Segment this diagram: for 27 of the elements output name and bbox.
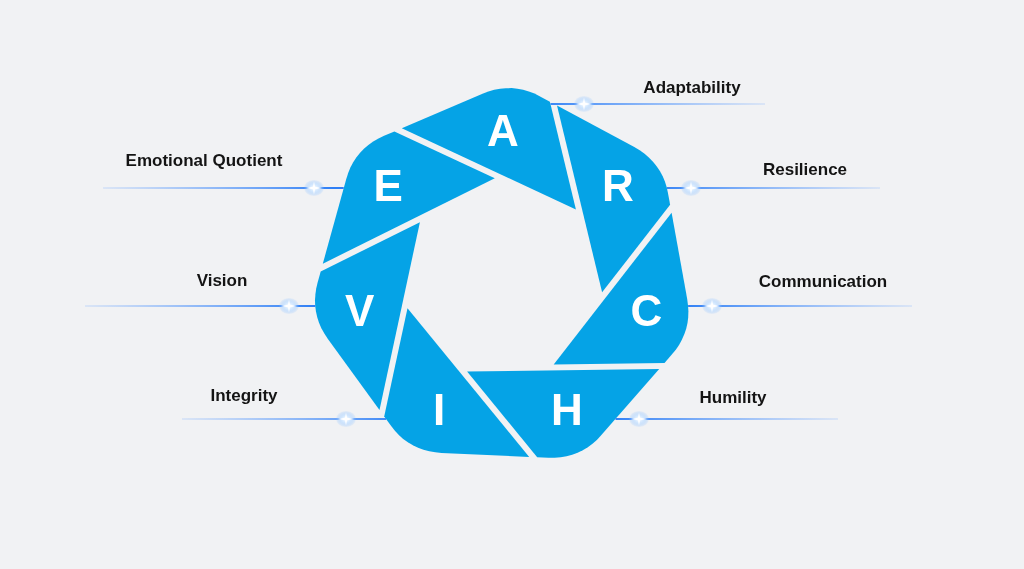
- aperture-blade: [401, 88, 576, 210]
- edge-label: Resilience: [762, 159, 848, 181]
- blade-letter: E: [373, 164, 403, 209]
- edge-label: Humility: [699, 387, 767, 409]
- edge-label: Vision: [196, 270, 248, 292]
- glow-line: [181, 418, 387, 420]
- glow-line: [549, 103, 766, 105]
- glow-line: [687, 305, 913, 307]
- aperture-blade: [557, 105, 671, 293]
- edge-label: Adaptability: [643, 77, 741, 99]
- aperture-blade: [384, 308, 530, 457]
- blade-letter: H: [550, 388, 583, 433]
- blade-letter: C: [630, 288, 663, 333]
- blade-letter: I: [433, 388, 446, 433]
- blade-letter: V: [345, 288, 375, 333]
- aperture-blade: [553, 212, 689, 365]
- glow-line: [102, 187, 345, 189]
- glow-line: [665, 187, 881, 189]
- blade-letter: A: [487, 109, 519, 153]
- edge-label: Communication: [758, 271, 888, 293]
- edge-label: Integrity: [210, 385, 278, 407]
- aperture-blade: [315, 222, 420, 410]
- glow-line: [84, 305, 317, 307]
- blade-letter: R: [602, 164, 634, 209]
- edge-label: Emotional Quotient: [125, 150, 283, 172]
- glow-line: [614, 418, 839, 420]
- aperture-blade: [467, 369, 660, 458]
